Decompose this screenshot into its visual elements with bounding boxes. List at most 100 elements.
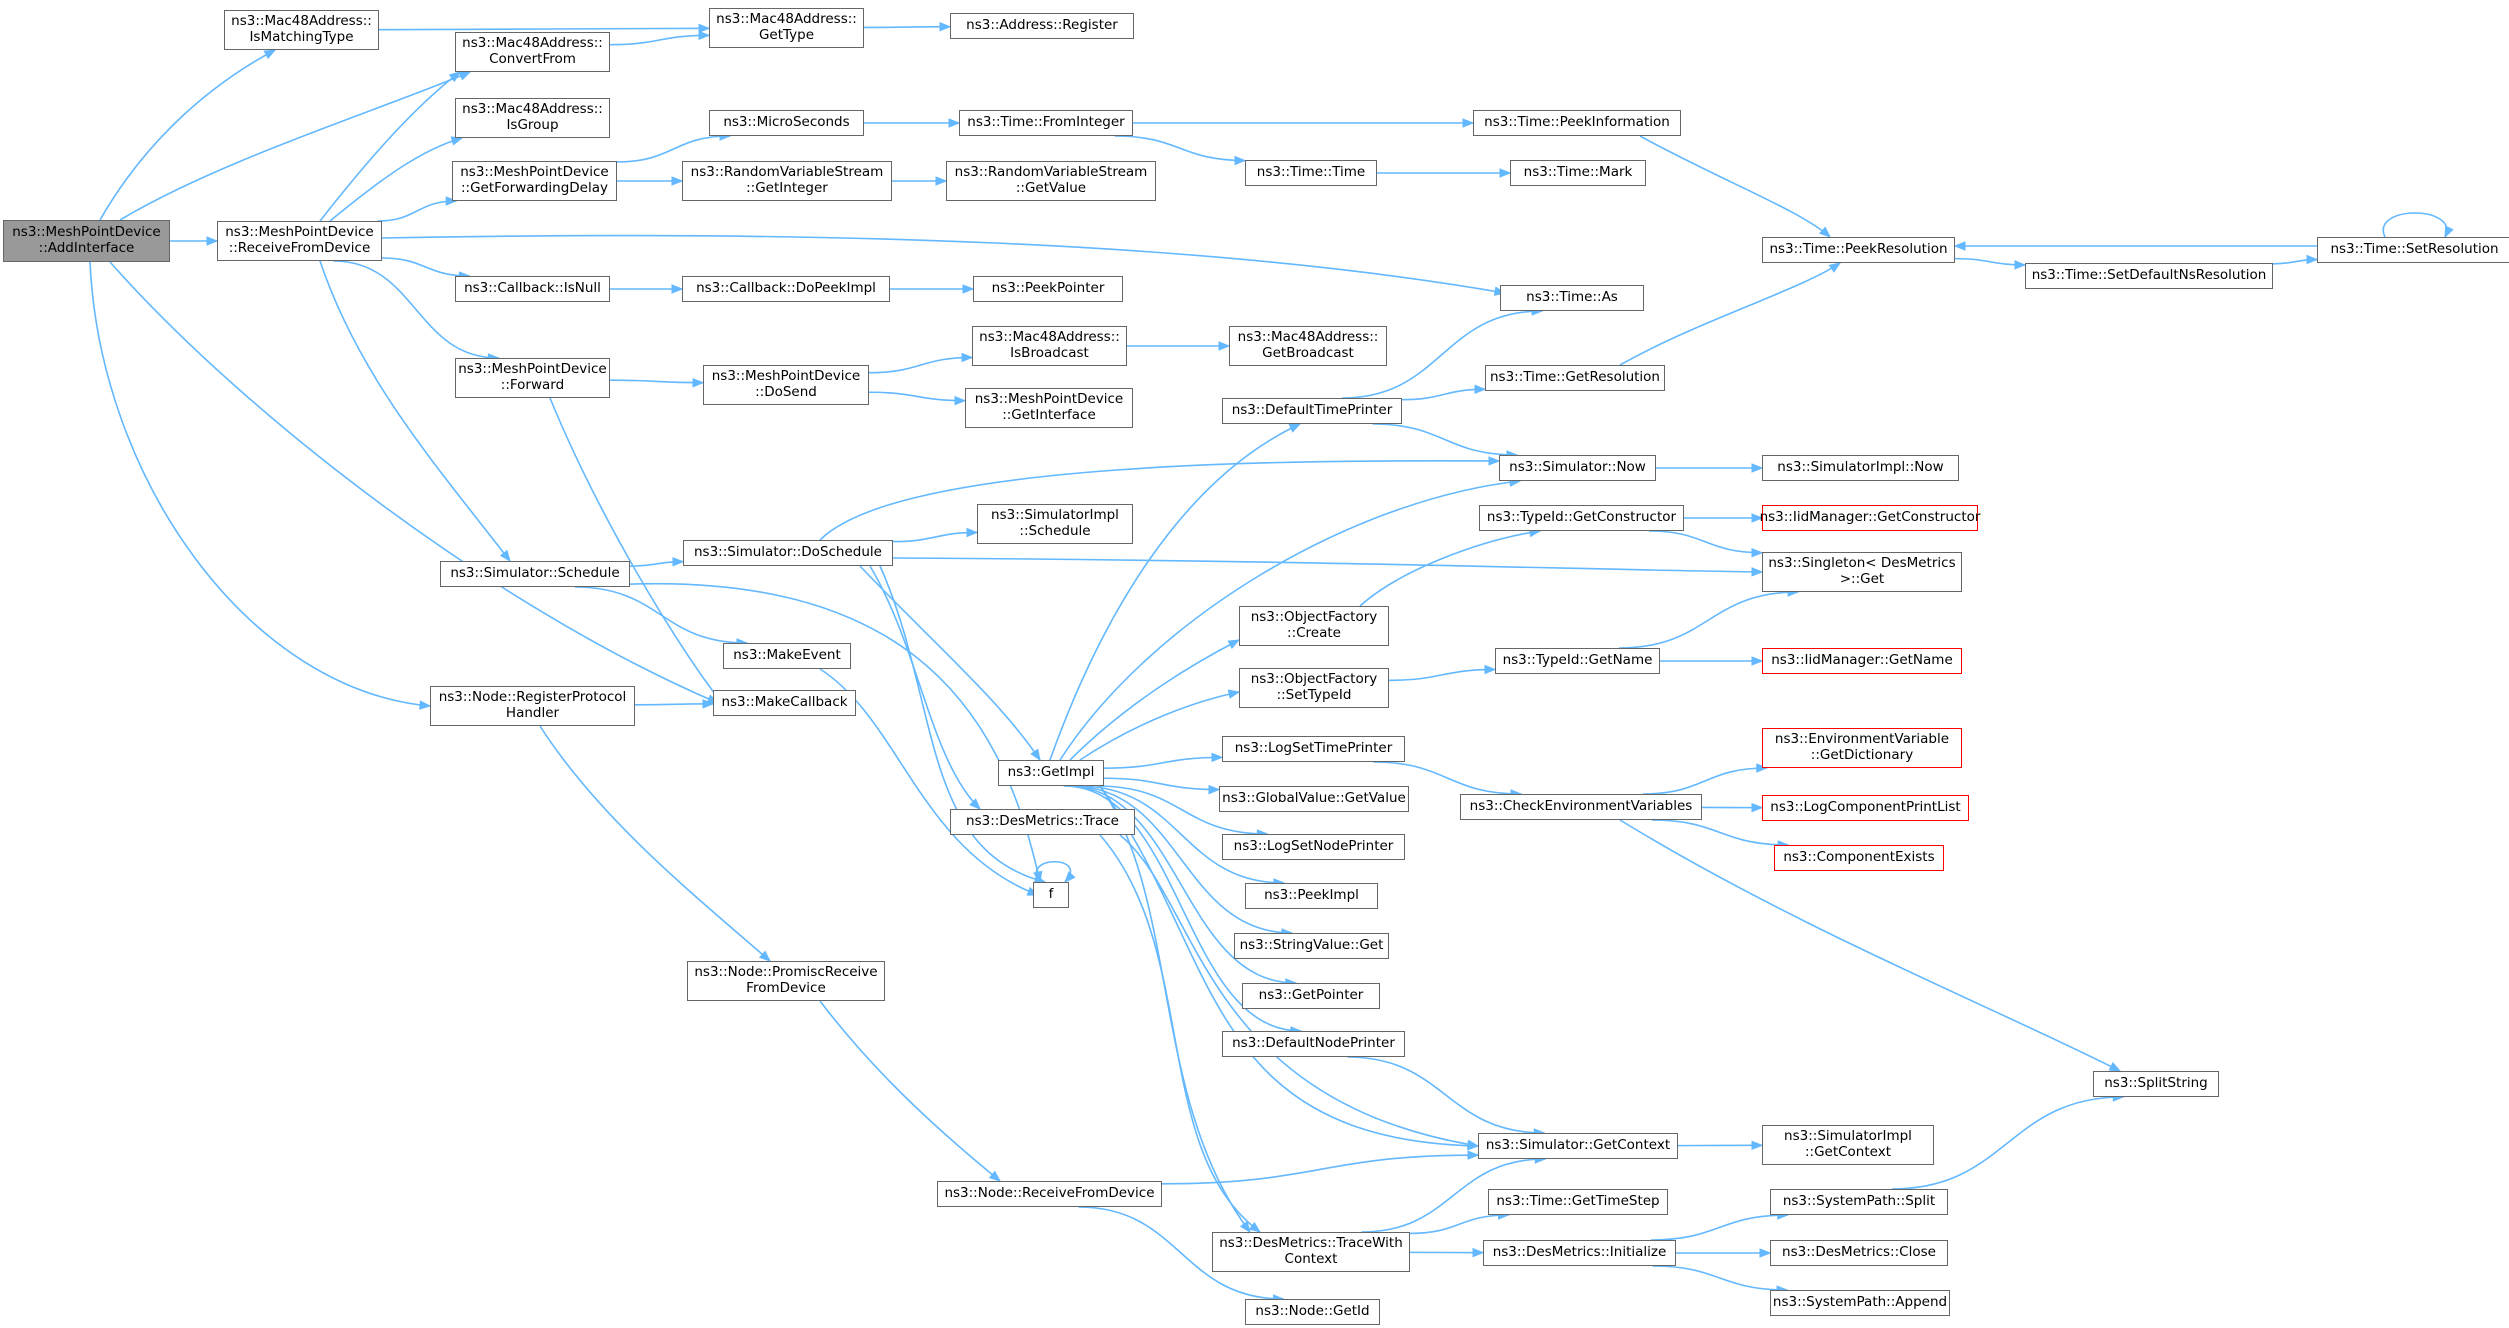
node-dmtrace[interactable]: ns3::DesMetrics::Trace bbox=[950, 809, 1135, 835]
edge-recv-to-sched bbox=[319, 260, 511, 562]
node-dmtracectx[interactable]: ns3::DesMetrics::TraceWith Context bbox=[1212, 1232, 1410, 1272]
node-convfrom[interactable]: ns3::Mac48Address:: ConvertFrom bbox=[455, 32, 610, 72]
node-promisc[interactable]: ns3::Node::PromiscReceive FromDevice bbox=[687, 961, 885, 1001]
edge-dmtracectx-to-getctx bbox=[1361, 1158, 1546, 1233]
edge-sched-to-makeevent bbox=[574, 586, 748, 644]
node-defnp[interactable]: ns3::DefaultNodePrinter bbox=[1222, 1031, 1405, 1057]
edge-recv-to-convfrom bbox=[319, 71, 461, 222]
node-ofcreate[interactable]: ns3::ObjectFactory ::Create bbox=[1239, 606, 1389, 646]
edge-arrowhead bbox=[1466, 1139, 1480, 1149]
node-peekres[interactable]: ns3::Time::PeekResolution bbox=[1762, 237, 1955, 263]
node-getid[interactable]: ns3::Node::GetId bbox=[1245, 1299, 1380, 1325]
edge-arrowhead bbox=[1064, 871, 1076, 883]
node-makecb[interactable]: ns3::MakeCallback bbox=[713, 690, 856, 716]
edge-peekinfo-to-peekres bbox=[1639, 135, 1831, 238]
edge-arrowhead bbox=[1488, 456, 1501, 466]
node-getctor[interactable]: ns3::TypeId::GetConstructor bbox=[1479, 505, 1684, 531]
node-now[interactable]: ns3::Simulator::Now bbox=[1499, 455, 1656, 481]
node-micro[interactable]: ns3::MicroSeconds bbox=[709, 110, 864, 136]
edge-fromint-to-time bbox=[1114, 135, 1246, 162]
edge-arrowhead bbox=[1288, 423, 1302, 433]
node-recv[interactable]: ns3::MeshPointDevice ::ReceiveFromDevice bbox=[217, 221, 382, 261]
node-regproto[interactable]: ns3::Node::RegisterProtocol Handler bbox=[430, 686, 635, 726]
node-ismatch[interactable]: ns3::Mac48Address:: IsMatchingType bbox=[224, 10, 379, 50]
edge-dosched-to-now bbox=[819, 460, 1500, 541]
node-implnow[interactable]: ns3::SimulatorImpl::Now bbox=[1762, 455, 1959, 481]
node-lognp[interactable]: ns3::LogSetNodePrinter bbox=[1222, 834, 1405, 860]
edge-add-to-regproto bbox=[89, 261, 431, 707]
node-logstp[interactable]: ns3::LogSetTimePrinter bbox=[1222, 736, 1405, 762]
node-getbcast[interactable]: ns3::Mac48Address:: GetBroadcast bbox=[1229, 326, 1387, 366]
node-nodercv[interactable]: ns3::Node::ReceiveFromDevice bbox=[937, 1181, 1162, 1207]
node-singleton[interactable]: ns3::Singleton< DesMetrics >::Get bbox=[1762, 552, 1962, 592]
edge-arrowhead bbox=[692, 377, 705, 388]
edge-recv-to-forward bbox=[333, 260, 499, 359]
node-setdef[interactable]: ns3::Time::SetDefaultNsResolution bbox=[2025, 263, 2273, 289]
node-ofsettype[interactable]: ns3::ObjectFactory ::SetTypeId bbox=[1239, 668, 1389, 708]
node-gvget[interactable]: ns3::GlobalValue::GetValue bbox=[1219, 786, 1409, 812]
edge-getimpl-to-svget bbox=[1070, 785, 1292, 934]
node-f[interactable]: f bbox=[1033, 882, 1069, 908]
node-iidctor[interactable]: ns3::IidManager::GetConstructor bbox=[1760, 505, 1980, 531]
node-dosched[interactable]: ns3::Simulator::DoSchedule bbox=[683, 540, 893, 566]
node-getfwd[interactable]: ns3::MeshPointDevice ::GetForwardingDela… bbox=[452, 161, 617, 201]
node-append[interactable]: ns3::SystemPath::Append bbox=[1770, 1290, 1950, 1316]
node-iidname[interactable]: ns3::IidManager::GetName bbox=[1762, 648, 1962, 674]
edge-arrowhead bbox=[2306, 254, 2319, 265]
node-dopeek[interactable]: ns3::Callback::DoPeekImpl bbox=[682, 276, 890, 302]
node-getimpl[interactable]: ns3::GetImpl bbox=[998, 760, 1104, 786]
edge-getimpl-to-lognp bbox=[1097, 785, 1268, 835]
node-rvsval[interactable]: ns3::RandomVariableStream ::GetValue bbox=[946, 161, 1156, 201]
edge-dosched-to-f bbox=[879, 565, 1046, 883]
node-dminit[interactable]: ns3::DesMetrics::Initialize bbox=[1483, 1240, 1676, 1266]
edge-getimpl-to-peekimpl bbox=[1078, 785, 1284, 884]
node-checkenv[interactable]: ns3::CheckEnvironmentVariables bbox=[1460, 794, 1702, 820]
node-implctx[interactable]: ns3::SimulatorImpl ::GetContext bbox=[1762, 1125, 1934, 1165]
edge-dmtracectx-to-timestep bbox=[1409, 1214, 1509, 1235]
node-compexists[interactable]: ns3::ComponentExists bbox=[1774, 845, 1944, 871]
node-forward[interactable]: ns3::MeshPointDevice ::Forward bbox=[455, 358, 610, 398]
node-add: ns3::MeshPointDevice ::AddInterface bbox=[3, 220, 170, 262]
node-envdict[interactable]: ns3::EnvironmentVariable ::GetDictionary bbox=[1762, 728, 1962, 768]
node-getres[interactable]: ns3::Time::GetResolution bbox=[1485, 365, 1665, 391]
node-getctx[interactable]: ns3::Simulator::GetContext bbox=[1478, 1133, 1678, 1159]
node-gettype[interactable]: ns3::Mac48Address:: GetType bbox=[709, 8, 864, 48]
node-spsplit[interactable]: ns3::SystemPath::Split bbox=[1770, 1189, 1948, 1215]
edge-arrowhead bbox=[758, 950, 772, 962]
node-getif[interactable]: ns3::MeshPointDevice ::GetInterface bbox=[965, 388, 1133, 428]
node-fromint[interactable]: ns3::Time::FromInteger bbox=[959, 110, 1133, 136]
node-timestep[interactable]: ns3::Time::GetTimeStep bbox=[1488, 1189, 1668, 1215]
edge-deftp-to-now bbox=[1372, 423, 1517, 456]
node-implsched[interactable]: ns3::SimulatorImpl ::Schedule bbox=[977, 504, 1133, 544]
node-peekptr[interactable]: ns3::PeekPointer bbox=[973, 276, 1123, 302]
node-register[interactable]: ns3::Address::Register bbox=[950, 13, 1134, 39]
node-dosend[interactable]: ns3::MeshPointDevice ::DoSend bbox=[703, 365, 869, 405]
node-dmclose[interactable]: ns3::DesMetrics::Close bbox=[1770, 1240, 1948, 1266]
node-isnull[interactable]: ns3::Callback::IsNull bbox=[455, 276, 610, 302]
node-svget[interactable]: ns3::StringValue::Get bbox=[1234, 933, 1389, 959]
node-as[interactable]: ns3::Time::As bbox=[1500, 285, 1644, 311]
node-deftp[interactable]: ns3::DefaultTimePrinter bbox=[1222, 398, 1402, 424]
edge-arrowhead bbox=[948, 118, 961, 128]
node-isgroup[interactable]: ns3::Mac48Address:: IsGroup bbox=[455, 98, 610, 138]
node-mark[interactable]: ns3::Time::Mark bbox=[1510, 160, 1646, 186]
node-peekimpl[interactable]: ns3::PeekImpl bbox=[1245, 883, 1378, 909]
edge-forward-to-makecb bbox=[549, 397, 723, 704]
edge-arrowhead bbox=[1759, 1248, 1772, 1258]
node-split[interactable]: ns3::SplitString bbox=[2093, 1071, 2219, 1097]
node-logprint[interactable]: ns3::LogComponentPrintList bbox=[1762, 795, 1969, 821]
node-setres[interactable]: ns3::Time::SetResolution bbox=[2317, 237, 2509, 263]
edge-recv-to-isnull bbox=[381, 257, 470, 277]
node-getptr[interactable]: ns3::GetPointer bbox=[1242, 983, 1380, 1009]
node-isbcast[interactable]: ns3::Mac48Address:: IsBroadcast bbox=[972, 326, 1127, 366]
edge-arrowhead bbox=[1751, 463, 1764, 473]
node-makeevent[interactable]: ns3::MakeEvent bbox=[723, 643, 851, 669]
node-peekinfo[interactable]: ns3::Time::PeekInformation bbox=[1473, 110, 1681, 136]
node-getname[interactable]: ns3::TypeId::GetName bbox=[1495, 648, 1660, 674]
node-time[interactable]: ns3::Time::Time bbox=[1245, 160, 1377, 186]
edge-arrowhead bbox=[1234, 155, 1247, 166]
node-rvsint[interactable]: ns3::RandomVariableStream ::GetInteger bbox=[682, 161, 892, 201]
node-sched[interactable]: ns3::Simulator::Schedule bbox=[440, 561, 630, 587]
edge-dosched-to-singleton bbox=[892, 557, 1763, 573]
